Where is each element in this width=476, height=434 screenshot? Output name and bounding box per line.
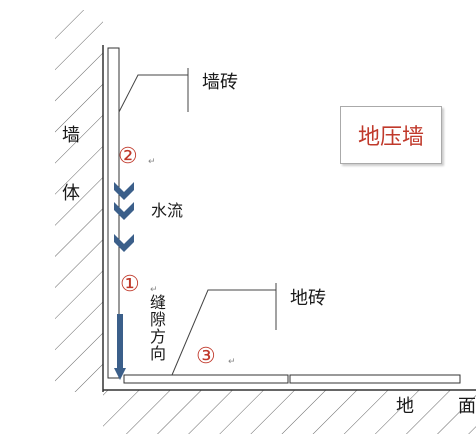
ground-label-1: 地 — [396, 396, 414, 417]
floor-tile-shape-1 — [123, 374, 289, 384]
marker-3: ③ — [196, 344, 216, 369]
return-mark: ↵ — [228, 357, 236, 367]
marker-2: ② — [118, 144, 138, 169]
wall-tile-leader — [118, 74, 188, 113]
floor-tile-shape-2 — [289, 374, 461, 384]
floor-tile-leader — [171, 289, 276, 376]
floor-tile-label: 地砖 — [290, 288, 326, 309]
wall-body-label-2: 体 — [62, 183, 80, 204]
return-mark: ↵ — [148, 157, 156, 167]
gap-direction-label: 缝隙方向 — [150, 293, 167, 363]
title-box: 地压墙 — [340, 106, 442, 164]
marker-1: ① — [120, 272, 140, 297]
diagram-title: 地压墙 — [357, 125, 424, 150]
wall-body-label-1: 墙 — [62, 125, 80, 146]
wall-tile-label: 墙砖 — [202, 72, 238, 93]
ground-hatch — [103, 390, 476, 434]
down-arrow-icon — [114, 314, 126, 380]
ground-label-2: 面 — [458, 396, 476, 417]
return-mark: ↵ — [150, 285, 158, 295]
down-chevron-icon — [114, 182, 134, 252]
water-flow-label: 水流 — [151, 201, 184, 220]
wall-hatch — [55, 10, 103, 392]
